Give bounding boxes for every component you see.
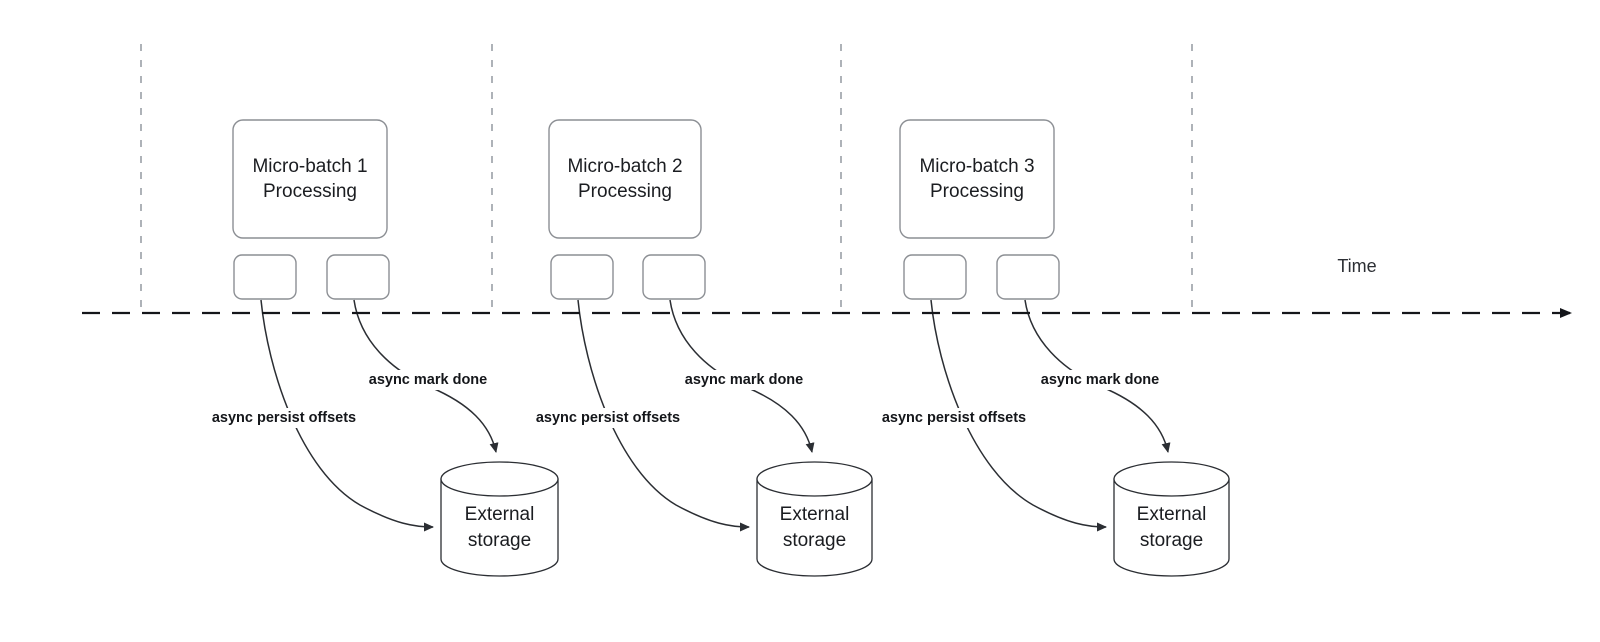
storage-label-line2: storage [1140,530,1203,551]
timeline-tick-lines [140,44,1193,313]
storage-label-line1: External [780,504,850,525]
edge-persist-edge [577,299,750,532]
micro-batch-label-line2: Processing [930,181,1024,202]
edge-persist-edge [260,299,434,532]
micro-batch-label-line2: Processing [263,181,357,202]
micro-batch-label-line2: Processing [578,181,672,202]
task-box-persist-task[interactable] [903,254,967,300]
micro-batch-box[interactable] [899,119,1055,239]
time-axis-layer: Time [82,256,1572,318]
storage-cylinder-body[interactable] [1113,478,1230,577]
edge-label-backdrop [684,370,804,390]
storage-cylinder-top [1113,461,1230,497]
task-box-persist-task[interactable] [550,254,614,300]
micro-batch-label-line1: Micro-batch 2 [567,156,682,177]
storage-label-line1: External [1137,504,1207,525]
micro-batch-label-line1: Micro-batch 3 [919,156,1034,177]
time-axis-label: Time [1337,256,1376,276]
micro-batch-label-line1: Micro-batch 1 [252,156,367,177]
task-box-markdone-task[interactable] [326,254,390,300]
storage-label-line1: External [465,504,535,525]
micro-batch-box[interactable] [548,119,702,239]
edge-label-backdrop [368,370,488,390]
edge-label-markdone-edge: async mark done [1041,372,1159,388]
edge-label-persist-edge: async persist offsets [882,410,1026,426]
edge-label-persist-edge: async persist offsets [212,410,356,426]
storage-label-line2: storage [468,530,531,551]
storage-label-line2: storage [783,530,846,551]
edge-label-backdrop [201,408,367,428]
edge-label-persist-edge: async persist offsets [536,410,680,426]
storage-cylinder-body[interactable] [756,478,873,577]
micro-batch-box[interactable] [232,119,388,239]
storage-cylinder-body[interactable] [440,478,559,577]
edge-label-backdrop [871,408,1037,428]
edge-persist-edge [930,299,1107,532]
task-box-persist-task[interactable] [233,254,297,300]
edge-label-backdrop [1040,370,1160,390]
edge-label-backdrop [525,408,691,428]
task-box-markdone-task[interactable] [642,254,706,300]
storage-cylinder-top [440,461,559,497]
task-box-markdone-task[interactable] [996,254,1060,300]
edge-label-markdone-edge: async mark done [369,372,487,388]
edge-label-markdone-edge: async mark done [685,372,803,388]
storage-cylinder-top [756,461,873,497]
